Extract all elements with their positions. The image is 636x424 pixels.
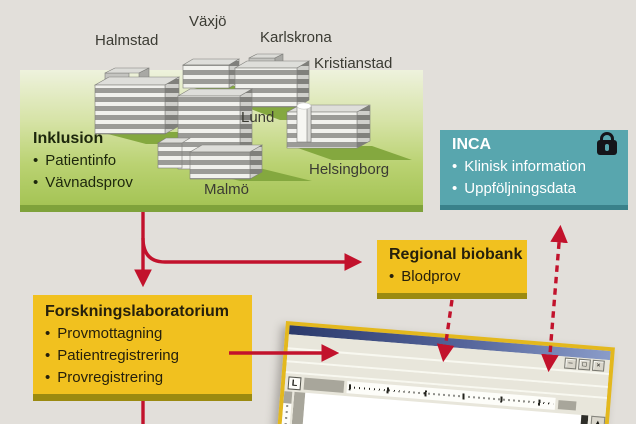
biobank-item: Blodprov bbox=[389, 266, 515, 288]
lab-item: Provregistrering bbox=[45, 367, 240, 389]
scroll-up-button[interactable]: ▲ bbox=[590, 415, 606, 424]
city-label-kristianstad: Kristianstad bbox=[314, 55, 393, 72]
city-label-vaxjo: Växjö bbox=[189, 13, 227, 30]
ruler-margin-block bbox=[303, 377, 345, 393]
minimize-button[interactable]: – bbox=[564, 357, 577, 370]
city-buildings-illustration bbox=[93, 53, 412, 181]
inklusion-item: Vävnadsprov bbox=[33, 172, 133, 194]
vertical-ruler[interactable] bbox=[277, 391, 295, 424]
lab-item: Patientregistrering bbox=[45, 345, 240, 367]
inca-title: INCA bbox=[452, 136, 492, 153]
arrow-inklusion-to-biobank bbox=[141, 237, 363, 271]
biobank-title: Regional biobank bbox=[389, 246, 523, 263]
city-label-helsingborg: Helsingborg bbox=[309, 161, 390, 178]
close-button[interactable]: × bbox=[591, 359, 605, 372]
lab-item: Provmottagning bbox=[45, 323, 240, 345]
city-label-lund: Lund bbox=[241, 109, 275, 126]
inklusion-item: Patientinfo bbox=[33, 150, 133, 172]
window-controls: – □ × bbox=[564, 357, 605, 372]
research-lab-box: Forskningslaboratorium Provmottagning Pa… bbox=[33, 295, 252, 401]
application-window: – □ × L ▲ bbox=[273, 321, 615, 424]
lock-icon bbox=[597, 132, 617, 155]
city-label-karlskrona: Karlskrona bbox=[260, 29, 332, 46]
lab-title: Forskningslaboratorium bbox=[45, 303, 230, 320]
city-label-malmo: Malmö bbox=[204, 181, 250, 198]
inca-item: Klinisk information bbox=[452, 156, 616, 178]
inklusion-title: Inklusion bbox=[33, 130, 104, 147]
ruler-end-cap bbox=[557, 399, 577, 411]
city-label-halmstad: Halmstad bbox=[95, 32, 159, 49]
tab-stop-selector[interactable]: L bbox=[287, 375, 302, 390]
regional-biobank-box: Regional biobank Blodprov bbox=[377, 240, 527, 299]
inklusion-block: Inklusion Patientinfo Vävnadsprov bbox=[33, 130, 133, 194]
inca-box: INCA Klinisk information Uppföljningsdat… bbox=[440, 130, 628, 210]
inca-item: Uppföljningsdata bbox=[452, 178, 616, 200]
maximize-button[interactable]: □ bbox=[578, 358, 591, 371]
